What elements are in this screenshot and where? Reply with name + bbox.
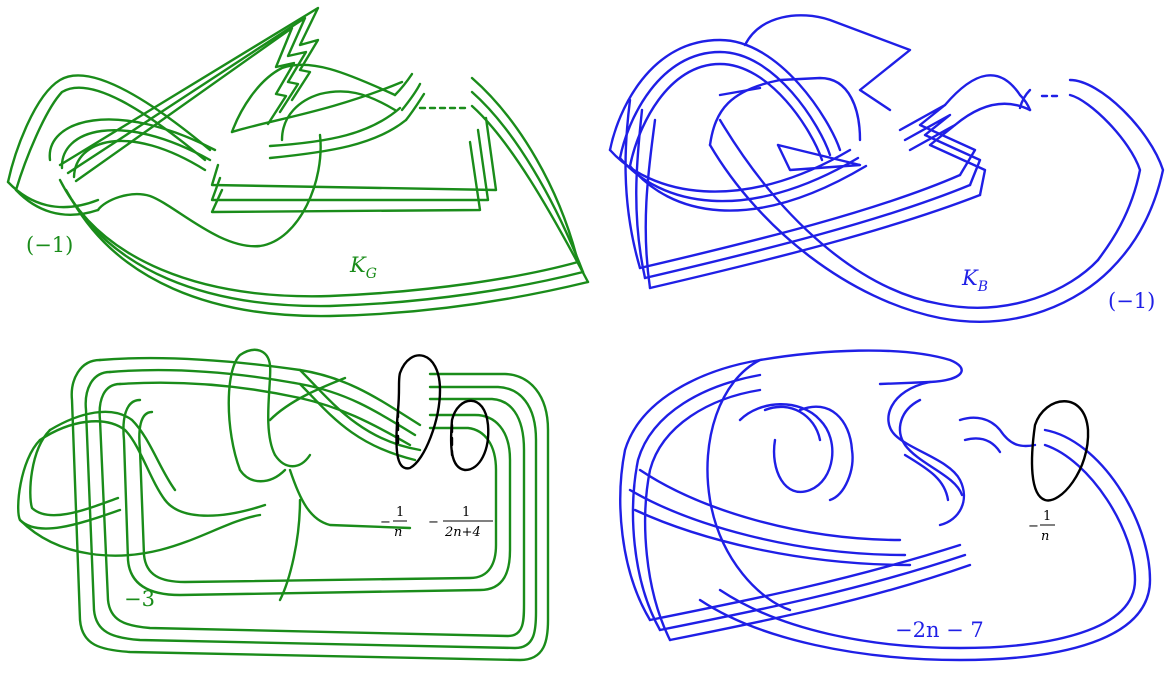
surgery-coeff-1-den: n	[394, 525, 402, 540]
framing-label-bottom-left: −3	[124, 587, 155, 611]
surgery-coeff-br-num: 1	[1043, 509, 1051, 524]
panel-top-right-knot-kb: KB (−1)	[608, 14, 1165, 323]
panel-bottom-right-surgery: − 1 n −2n − 7	[619, 349, 1152, 662]
surgery-coeff-br-den: n	[1041, 529, 1049, 544]
panel-top-left-knot-kg: (−1) KG	[6, 6, 590, 318]
surgery-coeff-1-num: 1	[396, 505, 404, 520]
surgery-coeff-1-sign: −	[380, 515, 391, 530]
surgery-coeff-2-sign: −	[428, 515, 439, 530]
knot-label-kb: KB	[961, 266, 988, 295]
framing-label-bottom-right: −2n − 7	[895, 618, 984, 642]
surgery-coeff-2-den: 2n+4	[444, 525, 481, 540]
framing-label-top-left: (−1)	[26, 233, 73, 257]
surgery-coeff-br-sign: −	[1028, 519, 1039, 534]
framing-label-top-right: (−1)	[1108, 289, 1155, 313]
knot-label-kg: KG	[349, 253, 377, 282]
panel-bottom-left-surgery: − 1 n − 1 2n+4 −3	[17, 348, 550, 662]
surgery-coeff-2-num: 1	[462, 505, 470, 520]
